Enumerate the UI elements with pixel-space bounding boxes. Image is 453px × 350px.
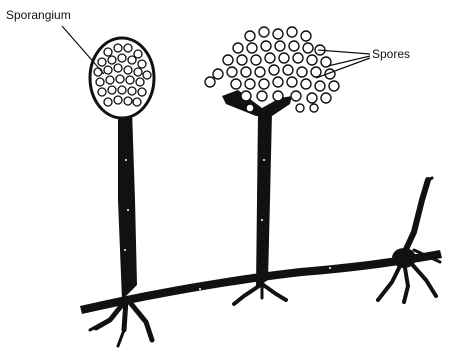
right-sporangiophore xyxy=(256,112,272,288)
sporangium-label: Sporangium xyxy=(6,8,71,22)
right-branch xyxy=(378,178,440,302)
rhizoid-node xyxy=(392,248,416,268)
right-rhizoids xyxy=(234,284,286,304)
spores-label: Spores xyxy=(372,47,410,61)
sporangium xyxy=(90,38,154,118)
left-sporangiophore xyxy=(118,110,137,300)
